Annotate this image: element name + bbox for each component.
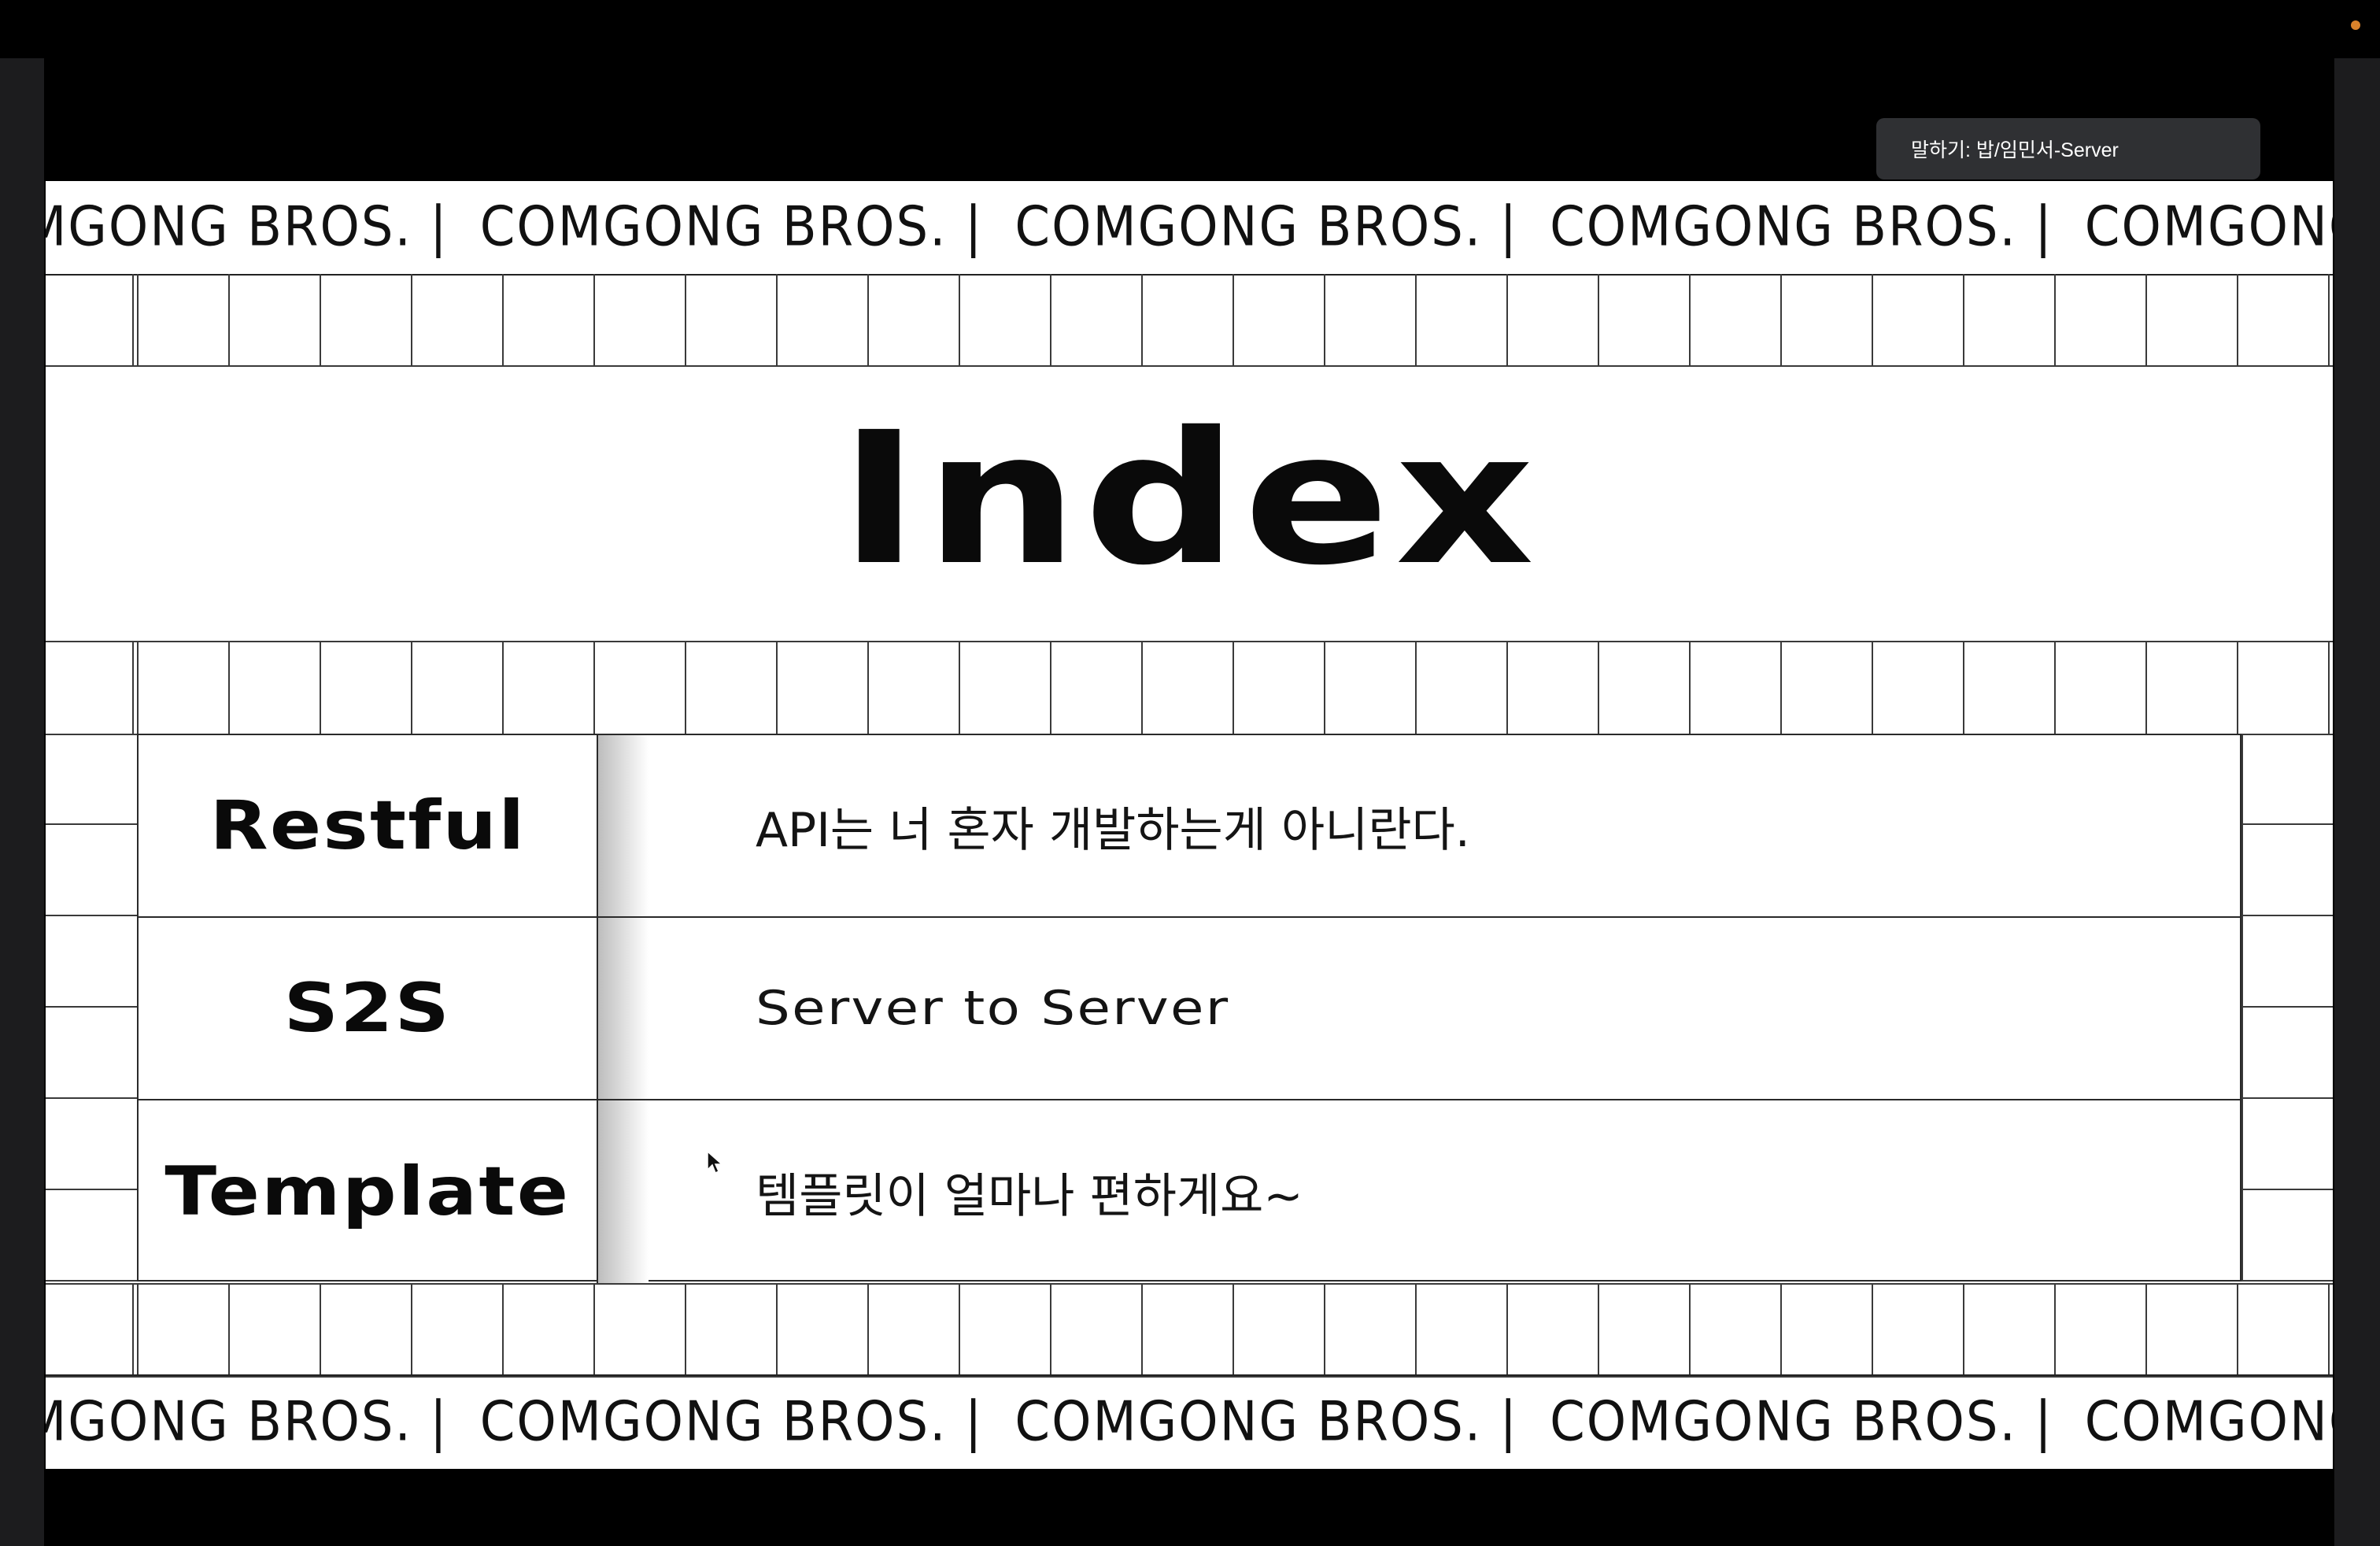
grid-band-middle: [46, 641, 2333, 735]
title-band: Index: [46, 367, 2333, 639]
slide-title: Index: [838, 393, 1540, 605]
row-value: Server to Server: [756, 918, 1228, 1099]
recording-status-icon: [2351, 20, 2360, 30]
marquee-item: COMGONG BROS. |: [1550, 1391, 2053, 1454]
active-speaker-label: 말하기: 밥/임민서-Server: [1911, 139, 2119, 161]
left-dark-margin: [0, 58, 44, 1546]
row-key: Template: [139, 1100, 598, 1283]
right-dark-margin: [2334, 58, 2380, 1546]
row-value-text: Server to Server: [756, 981, 1230, 1036]
marquee-item: COMGONG BROS. |: [46, 196, 449, 259]
marquee-item: COMGONG BROS. |: [1014, 196, 1519, 259]
marquee-bottom: COMGONG BROS. | COMGONG BROS. | COMGONG …: [46, 1374, 2333, 1469]
marquee-item: COMGONG BROS. |: [479, 196, 984, 259]
marquee-top-track: COMGONG BROS. | COMGONG BROS. | COMGONG …: [46, 181, 2333, 274]
mouse-cursor-icon: [707, 1151, 723, 1174]
marquee-item: COMGONG BROS. |: [1014, 1391, 1519, 1454]
shared-slide: COMGONG BROS. | COMGONG BROS. | COMGONG …: [46, 181, 2333, 1469]
row-key: Restful: [139, 735, 598, 916]
marquee-item: COMGONG BROS. |: [46, 1391, 449, 1454]
marquee-item: COMGONG BROS. |: [479, 1391, 984, 1454]
marquee-top: COMGONG BROS. | COMGONG BROS. | COMGONG …: [46, 181, 2333, 276]
row-key-label: S2S: [283, 969, 452, 1048]
row-value: API는 너 혼자 개발하는게 아니란다.: [756, 802, 1470, 858]
marquee-item: COMGONG BROS. |: [1550, 196, 2053, 259]
row-key-label: Template: [164, 1152, 571, 1231]
index-table: Restful API는 너 혼자 개발하는게 아니란다. S2S Server…: [137, 734, 2241, 1283]
active-speaker-indicator: 말하기: 밥/임민서-Server: [1876, 118, 2260, 179]
table-row: S2S Server to Server: [139, 918, 2240, 1100]
row-divider-shadow: [598, 1100, 649, 1283]
left-grid-cells: [46, 734, 139, 1282]
right-grid-cells: [2241, 734, 2333, 1282]
table-row: Restful API는 너 혼자 개발하는게 아니란다.: [139, 735, 2240, 918]
table-row: Template 템플릿이 얼마나 편하게요~: [139, 1100, 2240, 1283]
row-key: S2S: [139, 918, 598, 1099]
row-divider-shadow: [598, 918, 649, 1099]
marquee-bottom-track: COMGONG BROS. | COMGONG BROS. | COMGONG …: [46, 1376, 2333, 1469]
marquee-item: COMGONG BROS. |: [2084, 1391, 2333, 1454]
grid-band-lower: [46, 1283, 2333, 1378]
row-key-label: Restful: [209, 786, 527, 865]
row-value: 템플릿이 얼마나 편하게요~: [756, 1168, 1303, 1224]
marquee-item: COMGONG BROS. |: [2084, 196, 2333, 259]
grid-band-upper: [46, 274, 2333, 367]
row-divider-shadow: [598, 735, 649, 916]
